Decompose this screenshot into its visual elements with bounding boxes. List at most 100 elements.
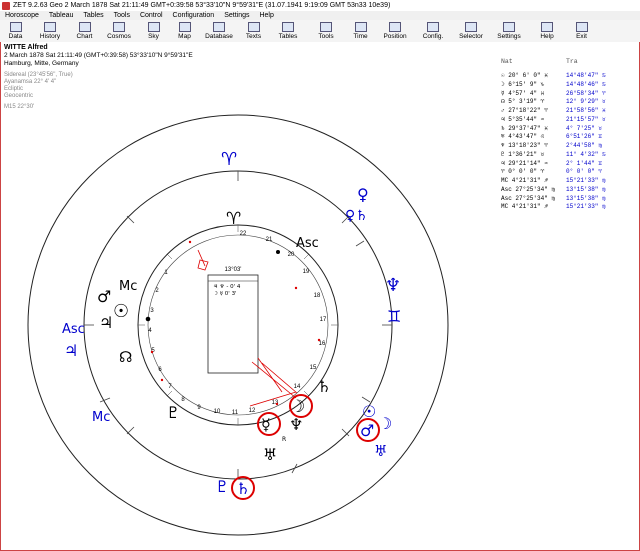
tools-icon bbox=[320, 22, 332, 32]
texts-icon bbox=[247, 22, 260, 32]
scale-number: 17 bbox=[320, 317, 327, 323]
moon-transit-icon: ☽ bbox=[378, 414, 392, 433]
mars-transit-icon: ♂ bbox=[360, 421, 374, 440]
table-row: 6°51'26" ♊ bbox=[566, 133, 603, 141]
cosmos-icon bbox=[113, 22, 125, 32]
red-dots bbox=[150, 240, 321, 406]
toolbar-map-button[interactable]: Map bbox=[169, 20, 200, 42]
table-row: ♈ 0° 0' 0" ♈ bbox=[501, 168, 545, 176]
scale-number: 15 bbox=[310, 365, 317, 371]
menu-tableau[interactable]: Tableau bbox=[48, 12, 74, 19]
retrograde-mark: R bbox=[282, 436, 286, 443]
scale-numbers: 1 2 3 4 5 6 7 8 9 10 11 12 13 14 15 16 1… bbox=[148, 231, 327, 416]
pluto-natal-icon: ♇ bbox=[166, 403, 180, 422]
birth-datetime: 2 March 1878 Sat 21:11:49 (GMT+0:39:58) … bbox=[4, 52, 193, 59]
pluto-transit-icon: ♇ bbox=[215, 477, 229, 496]
uranus-natal-icon: ♅ bbox=[263, 445, 277, 464]
perspective: Geocentric bbox=[4, 93, 34, 99]
dial-setting: M15 22°30' bbox=[4, 104, 35, 110]
toolbar-tools-button[interactable]: Tools bbox=[307, 20, 345, 42]
position-icon bbox=[389, 22, 401, 32]
settings-icon bbox=[503, 22, 515, 32]
menu-settings[interactable]: Settings bbox=[224, 12, 250, 19]
scale-number: 9 bbox=[197, 405, 201, 411]
scale-number: 16 bbox=[319, 341, 326, 347]
toolbar-cosmos-button[interactable]: Cosmos bbox=[100, 20, 138, 42]
toolbar-tables-button[interactable]: Tables bbox=[269, 20, 307, 42]
table-row: Asc 27°25'34" ♍ bbox=[501, 194, 556, 202]
uranus-transit-icon: ♅ bbox=[374, 442, 387, 460]
table-row: 13°15'38" ♍ bbox=[566, 185, 606, 193]
table-row: ♂ 27°18'22" ♈ bbox=[501, 107, 548, 114]
aries-inner-icon: ♈ bbox=[226, 209, 241, 229]
help-icon bbox=[541, 22, 553, 32]
toolbar-sky-button[interactable]: Sky bbox=[138, 20, 169, 42]
toolbar-exit-button[interactable]: Exit bbox=[566, 20, 597, 42]
toolbar-position-button[interactable]: Position bbox=[376, 20, 414, 42]
toolbar-data-button[interactable]: Data bbox=[0, 20, 31, 42]
menu-tables[interactable]: Tables bbox=[83, 12, 104, 19]
scale-number: 10 bbox=[214, 409, 221, 415]
scale-number: 18 bbox=[314, 293, 321, 299]
toolbar-chart-button[interactable]: Chart bbox=[69, 20, 100, 42]
toolbar-selector-button[interactable]: Selector bbox=[452, 20, 490, 42]
node-outer-icon: ♊ bbox=[387, 307, 401, 326]
scale-number: 8 bbox=[181, 397, 185, 403]
menu-horoscope[interactable]: Horoscope bbox=[5, 12, 39, 19]
menu-configuration[interactable]: Configuration bbox=[172, 12, 215, 19]
config-icon bbox=[427, 22, 439, 32]
table-row: ♇ 1°36'21" ♉ bbox=[501, 150, 545, 158]
scale-number: 11 bbox=[232, 410, 239, 416]
toolbar-help-button[interactable]: Help bbox=[528, 20, 566, 42]
aspect-line-2: ☽ ☿ 0' 3' bbox=[213, 291, 237, 297]
outer-ticks bbox=[84, 171, 392, 479]
table-row: ♃ 29°21'14" ♒ bbox=[501, 159, 548, 167]
table-row: 2°44'58" ♍ bbox=[566, 142, 603, 149]
time-icon bbox=[354, 22, 367, 32]
highlight-saturn-transit bbox=[231, 476, 255, 500]
tables-icon bbox=[282, 22, 294, 32]
table-row: 12° 9'29" ♉ bbox=[566, 98, 606, 106]
chart-area bbox=[0, 42, 640, 551]
table-row: ☽ 6°15' 9" ♑ bbox=[501, 80, 545, 88]
history-icon bbox=[44, 22, 56, 32]
inner-ring-inner bbox=[147, 234, 329, 416]
saturn-natal-icon: ♄ bbox=[317, 377, 331, 396]
red-pointers bbox=[197, 249, 298, 407]
scale-number: 3 bbox=[150, 308, 154, 314]
scale-number: 4 bbox=[148, 328, 152, 334]
menu-help[interactable]: Help bbox=[259, 12, 274, 19]
marker-dots bbox=[145, 250, 280, 322]
table-row: 2° 1'44" ♊ bbox=[566, 159, 603, 167]
transit-positions-table: Tra 14°48'47" ♋ 14°48'46" ♋ 26°58'34" ♈ … bbox=[566, 58, 606, 212]
toolbar-time-button[interactable]: Time bbox=[345, 20, 376, 42]
menu-control[interactable]: Control bbox=[139, 12, 163, 19]
zodiac-setting: Sidereal (23°45'56", True) bbox=[4, 72, 73, 78]
database-icon bbox=[213, 22, 225, 32]
toolbar-settings-button[interactable]: Settings bbox=[490, 20, 528, 42]
natal-header: Nat bbox=[501, 58, 513, 65]
neptune-natal-icon: ♆ bbox=[289, 415, 303, 434]
toolbar-texts-button[interactable]: Texts bbox=[238, 20, 269, 42]
toolbar-history-button[interactable]: History bbox=[31, 20, 69, 42]
scale-number: 19 bbox=[303, 269, 310, 275]
table-row: ☊ 5° 3'19" ♈ bbox=[501, 98, 545, 106]
table-row: 21°58'56" ♓ bbox=[566, 107, 606, 114]
table-row: ☿ 4°57' 4" ♓ bbox=[501, 89, 545, 97]
toolbar-database-button[interactable]: Database bbox=[200, 20, 238, 42]
table-row: 21°15'57" ♉ bbox=[566, 115, 606, 123]
table-row: Asc 27°25'34" ♍ bbox=[501, 185, 556, 193]
data-icon bbox=[9, 22, 22, 32]
natal-glyphs: ♈ Asc Mc ♂ ☉ ♃ ☊ ♄ ☽ ☿ ♆ ♅ ♇ R bbox=[97, 209, 331, 464]
neptune-outer-icon: ♆ bbox=[385, 275, 401, 296]
mercury-natal-icon: ☿ bbox=[261, 415, 271, 434]
sun-natal-icon: ☉ bbox=[113, 301, 129, 322]
table-row: ♆ 13°18'23" ♈ bbox=[501, 142, 548, 149]
menu-tools[interactable]: Tools bbox=[113, 12, 130, 19]
table-row: 14°48'46" ♋ bbox=[566, 80, 606, 88]
mc-inner-label: Mc bbox=[119, 279, 137, 294]
toolbar-config-button[interactable]: Config. bbox=[414, 20, 452, 42]
scale-number: 22 bbox=[240, 231, 247, 237]
highlight-circles bbox=[231, 394, 380, 500]
